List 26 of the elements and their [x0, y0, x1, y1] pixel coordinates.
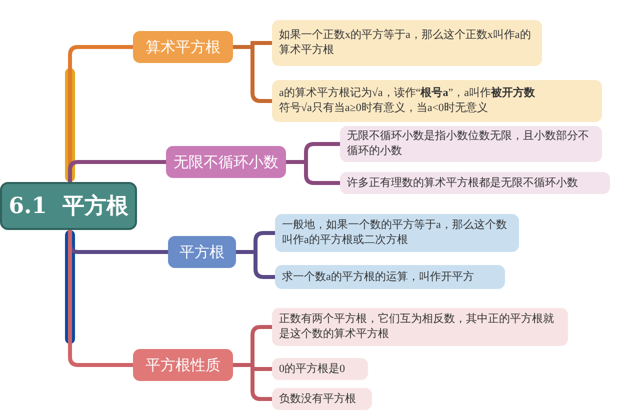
branch-box: 无限不循环小数 — [166, 146, 286, 178]
note-box — [340, 172, 610, 194]
note-box — [272, 308, 568, 346]
note-box — [275, 214, 519, 252]
note-box — [340, 126, 602, 162]
note-text: 一般地，如果一个数的平方等于a，那么这个数叫作a的平方根或二次方根 — [282, 218, 508, 248]
note-box — [272, 80, 602, 122]
note-text: 0的平方根是0 — [279, 362, 346, 376]
branch-box: 平方根 — [168, 236, 236, 268]
topic-box: 6.1 平方根 — [0, 182, 137, 230]
note-text: 无限不循环小数是指小数位数无限，且小数部分不循环的小数 — [347, 129, 590, 159]
branch-box: 算术平方根 — [133, 31, 233, 63]
note-box — [272, 388, 372, 410]
note-text: a的算术平方根记为√a，读作“根号a”，a叫作被开方数 — [279, 86, 536, 101]
note-text: 负数没有平方根 — [279, 392, 357, 406]
note-box — [272, 20, 542, 66]
note-text: 正数有两个平方根，它们互为相反数，其中正的平方根就是这个数的算术平方根 — [279, 312, 555, 342]
note-text: 如果一个正数x的平方等于a，那么这个正数x叫作a的算术平方根 — [279, 28, 532, 58]
note-text: 符号√a只有当a≥0时有意义，当a<0时无意义 — [279, 101, 489, 116]
note-box — [272, 358, 368, 380]
connector-line — [68, 160, 166, 182]
note-text: 许多正有理数的算术平方根都是无限不循环小数 — [347, 176, 579, 190]
note-text: 求一个数a的平方根的运算，叫作开平方 — [282, 270, 475, 284]
connector-line — [68, 230, 133, 367]
note-box — [275, 265, 505, 289]
branch-box: 平方根性质 — [133, 349, 233, 381]
